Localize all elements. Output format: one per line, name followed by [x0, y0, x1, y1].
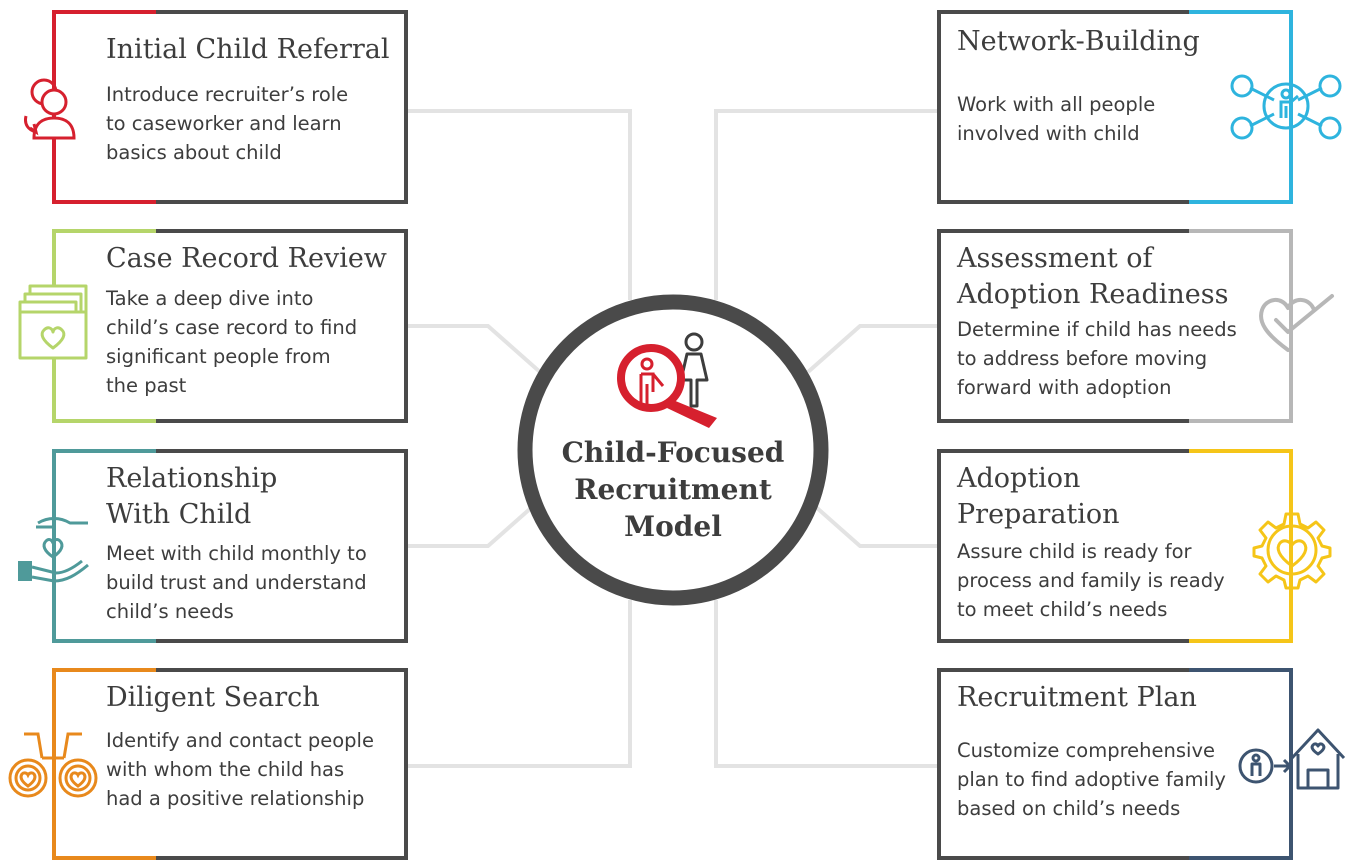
- step-description: Assure child is ready for process and fa…: [957, 540, 1225, 621]
- step-case-record-review: Case Record Review Take a deep dive into…: [52, 229, 408, 423]
- step-recruitment-plan: Recruitment Plan Customize comprehensive…: [937, 668, 1293, 860]
- step-description: Take a deep dive into child’s case recor…: [106, 287, 358, 397]
- step-title: Case Record Review: [106, 243, 387, 274]
- step-title: Relationship With Child: [106, 463, 278, 530]
- box-frame: [52, 449, 408, 643]
- step-title: Adoption Preparation: [957, 463, 1120, 530]
- gear-heart-icon: [1252, 512, 1332, 590]
- box-frame: [937, 668, 1293, 860]
- step-description: Customize comprehensive plan to find ado…: [957, 739, 1226, 820]
- step-title: Network-Building: [957, 26, 1200, 57]
- hands-heart-icon: [18, 517, 89, 583]
- file-folder-heart-icon: [18, 284, 88, 360]
- step-title: Initial Child Referral: [106, 34, 390, 65]
- network-person-icon: [1230, 74, 1342, 140]
- person-referral-icon: [24, 78, 76, 140]
- box-frame: [52, 668, 408, 860]
- binoculars-heart-icon: [8, 732, 98, 798]
- step-description: Work with all people involved with child: [957, 93, 1156, 145]
- step-description: Identify and contact people with whom th…: [106, 729, 374, 810]
- step-description: Introduce recruiter’s role to caseworker…: [106, 83, 349, 164]
- step-diligent-search: Diligent Search Identify and contact peo…: [52, 668, 408, 860]
- step-description: Meet with child monthly to build trust a…: [106, 542, 367, 623]
- step-title: Assessment of Adoption Readiness: [957, 243, 1229, 310]
- step-relationship-with-child: Relationship With Child Meet with child …: [52, 449, 408, 643]
- step-initial-child-referral: Initial Child Referral Introduce recruit…: [52, 10, 408, 204]
- step-network-building: Network-Building Work with all people in…: [937, 10, 1293, 204]
- step-description: Determine if child has needs to address …: [957, 318, 1237, 399]
- center-hub: [517, 294, 829, 606]
- step-adoption-preparation: Adoption Preparation Assure child is rea…: [937, 449, 1293, 643]
- step-title: Recruitment Plan: [957, 682, 1197, 713]
- child-to-house-icon: [1238, 728, 1346, 790]
- step-title: Diligent Search: [106, 682, 320, 713]
- magnifier-people-icon: [617, 332, 717, 428]
- heart-check-icon: [1259, 294, 1334, 352]
- box-frame: [937, 449, 1293, 643]
- box-frame: [937, 229, 1293, 423]
- step-assessment-of-adoption-readiness: Assessment of Adoption Readiness Determi…: [937, 229, 1293, 423]
